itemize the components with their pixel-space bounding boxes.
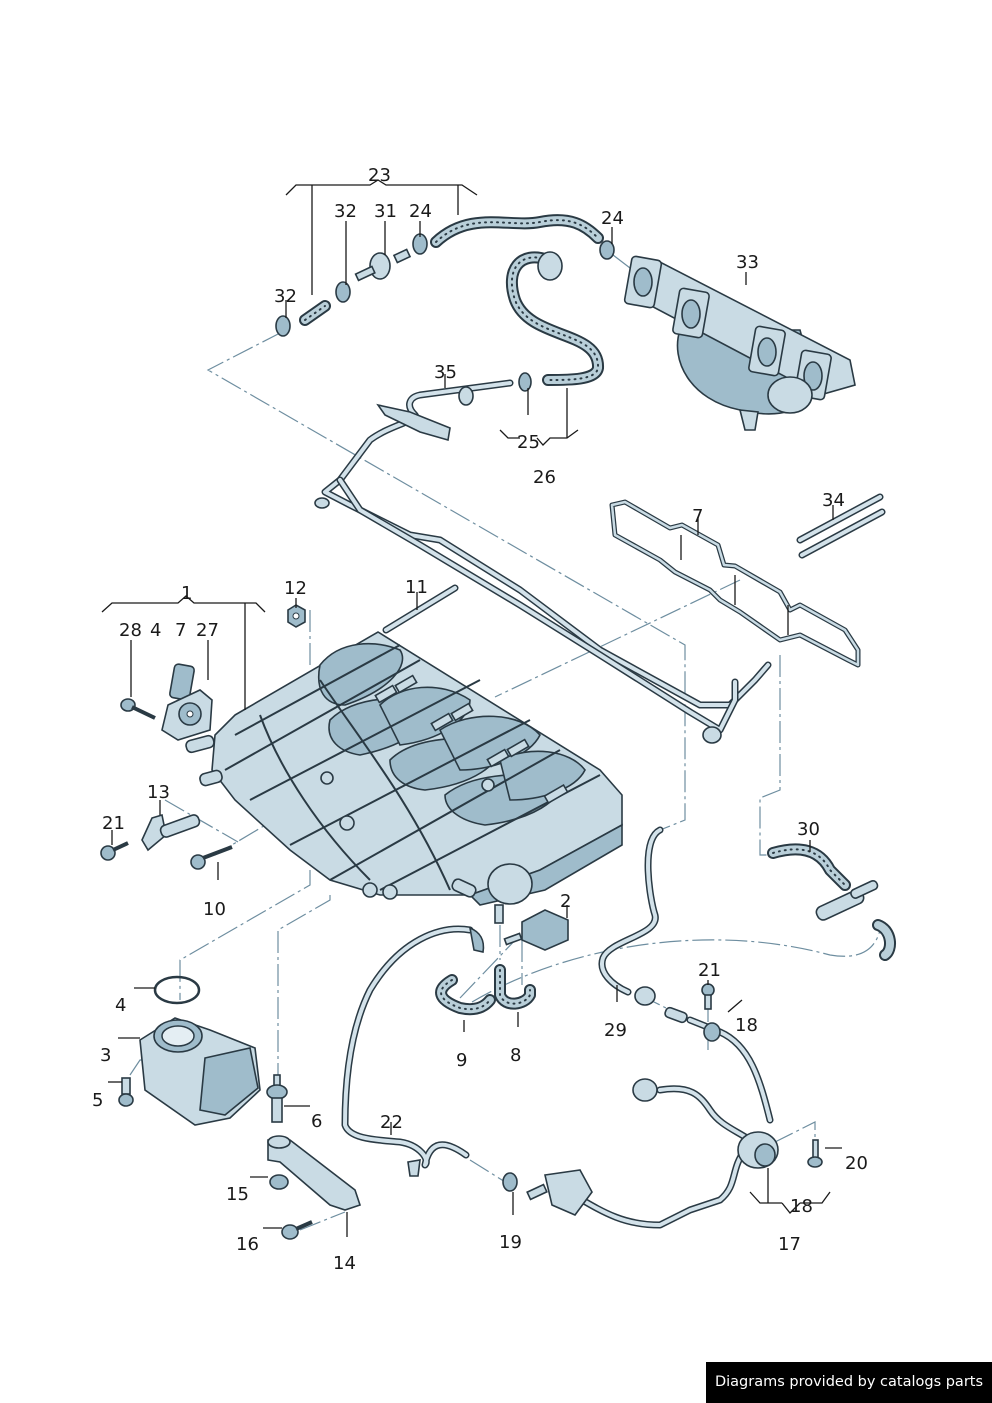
callout-21: 21 [698, 960, 721, 981]
clamp-24 [599, 240, 615, 260]
vacuum-line-17 [526, 1006, 779, 1229]
callout-20: 20 [845, 1153, 868, 1174]
callout-22: 22 [380, 1112, 403, 1133]
callout-26: 26 [533, 467, 556, 488]
callout-25: 25 [517, 432, 540, 453]
callout-9: 9 [456, 1050, 467, 1071]
callout-7: 7 [692, 506, 703, 527]
callout-33: 33 [736, 252, 759, 273]
callout-23: 23 [368, 165, 391, 186]
screw-10 [190, 845, 233, 870]
solenoid-valve-2 [503, 909, 569, 951]
hose-8 [494, 964, 536, 1010]
callout-8: 8 [510, 1045, 521, 1066]
callout-31: 31 [374, 201, 397, 222]
bolt-6 [266, 1074, 288, 1123]
callout-24: 24 [601, 208, 624, 229]
callout-21: 21 [102, 813, 125, 834]
hose-22 [341, 925, 485, 1177]
bolt-16 [281, 1220, 313, 1240]
callout-1: 1 [181, 583, 192, 604]
callout-3: 3 [100, 1045, 111, 1066]
callout-7: 7 [175, 620, 186, 641]
cable-ties-34 [796, 493, 886, 559]
callout-19: 19 [499, 1232, 522, 1253]
callout-6: 6 [311, 1111, 322, 1132]
screw-28 [120, 698, 156, 720]
callout-35: 35 [434, 362, 457, 383]
callout-11: 11 [405, 577, 428, 598]
callout-14: 14 [333, 1253, 356, 1274]
callout-32: 32 [334, 201, 357, 222]
hose-30 [767, 843, 896, 961]
callout-30: 30 [797, 819, 820, 840]
callout-29: 29 [604, 1020, 627, 1041]
throttle-body-3 [139, 1017, 261, 1126]
callout-10: 10 [203, 899, 226, 920]
hose-29 [598, 826, 664, 1006]
sensor-27 [161, 663, 213, 741]
sensor-13 [141, 813, 201, 852]
hose-26 [505, 251, 604, 392]
nut-12 [287, 604, 306, 628]
clamp-18 [703, 1022, 721, 1042]
screw-5 [118, 1077, 134, 1107]
callout-17: 17 [778, 1234, 801, 1255]
leader-lines [101, 179, 842, 1237]
stud-11 [382, 584, 459, 634]
callout-4: 4 [150, 620, 161, 641]
callout-5: 5 [92, 1090, 103, 1111]
callout-13: 13 [147, 782, 170, 803]
callout-34: 34 [822, 490, 845, 511]
clamp-19 [502, 1172, 518, 1192]
clamp-32 [335, 281, 351, 303]
screw-21b [701, 983, 715, 1010]
callouts: 23 32 31 24 24 32 33 35 25 26 7 34 1 28 … [92, 165, 868, 1274]
callout-18: 18 [735, 1015, 758, 1036]
callout-28: 28 [119, 620, 142, 641]
nut-15 [269, 1174, 289, 1190]
callout-32: 32 [274, 286, 297, 307]
hose-9 [435, 974, 496, 1016]
gasket-7 [609, 499, 861, 668]
callout-4: 4 [115, 995, 126, 1016]
check-valve-31 [369, 252, 391, 280]
clamp-32 [275, 315, 291, 337]
callout-18: 18 [790, 1196, 813, 1217]
callout-16: 16 [236, 1234, 259, 1255]
pipe-35 [314, 379, 772, 744]
screw-21 [100, 841, 129, 861]
callout-27: 27 [196, 620, 219, 641]
turbocharger-33 [623, 255, 856, 431]
hose-assembly-23 [275, 214, 615, 337]
clamp-25 [518, 372, 532, 392]
screw-20 [807, 1139, 823, 1168]
bracket-14 [267, 1135, 362, 1211]
intake-manifold-1 [185, 631, 623, 924]
credit-banner: Diagrams provided by catalogs parts [706, 1362, 992, 1403]
callout-15: 15 [226, 1184, 249, 1205]
callout-24: 24 [409, 201, 432, 222]
o-ring-4 [153, 975, 201, 1005]
callout-2: 2 [560, 891, 571, 912]
callout-12: 12 [284, 578, 307, 599]
